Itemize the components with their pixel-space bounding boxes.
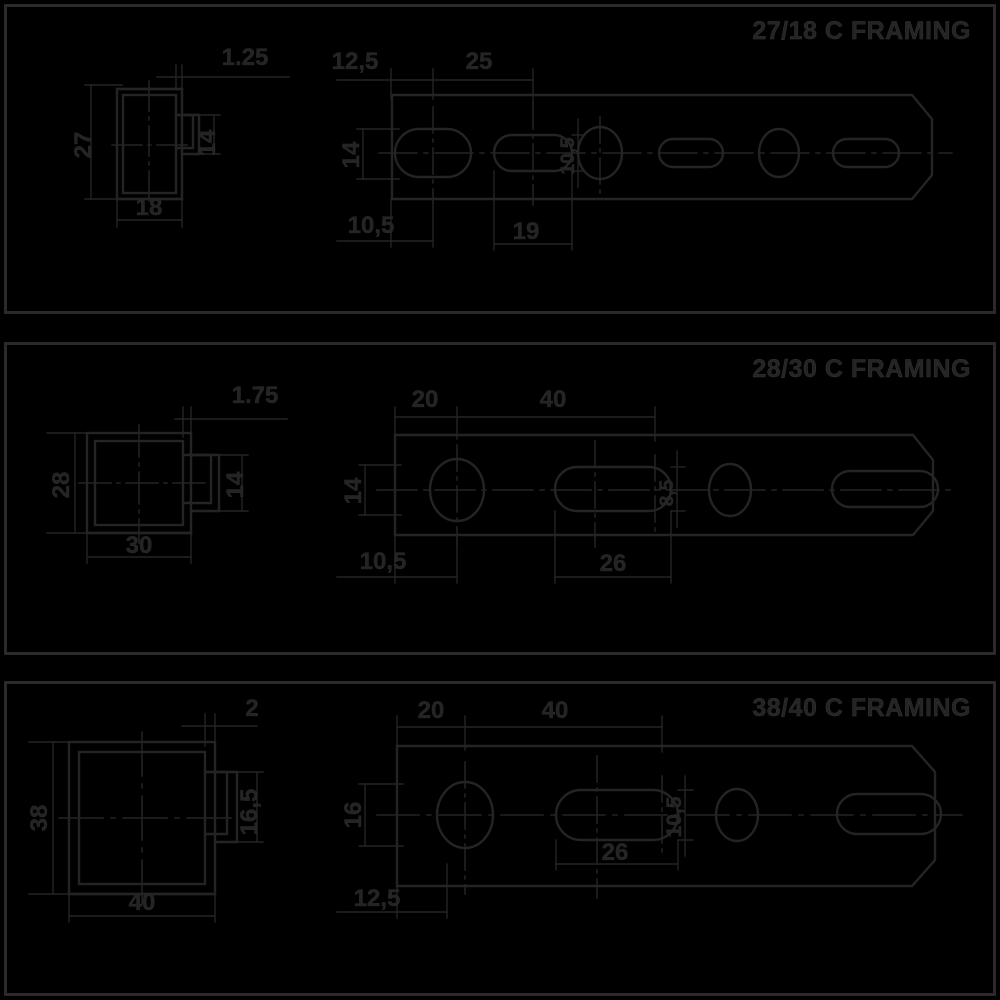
dim-16-5-leg: [236, 771, 264, 843]
dim-2-thickness: [181, 713, 258, 747]
dim-10-5-first-hole: [336, 198, 434, 248]
dim-label-section-leg-2: 14: [222, 471, 249, 498]
dim-label-section-thickness-1: 1.25: [222, 44, 269, 71]
dim-label-plan-slot-length-1: 19: [513, 218, 540, 245]
dim-38-height: [28, 741, 76, 895]
dim-40-pitch-3: [464, 715, 663, 753]
section-outline-27-18: [115, 87, 201, 201]
section-centerlines-27-18: [111, 80, 193, 208]
dim-1-25-thickness: [156, 64, 290, 90]
dim-28-height: [46, 432, 94, 534]
dim-40-pitch-2: [456, 406, 656, 442]
dim-label-section-leg-3: 16,5: [236, 789, 263, 836]
dim-14-web-height: [356, 128, 400, 180]
dim-20-edge-offset-3: [396, 715, 466, 751]
dim-label-plan-pitch-2: 40: [540, 386, 567, 413]
dim-26-slot-length-2: [554, 510, 672, 584]
section-centerlines-28-30: [78, 424, 208, 544]
plan-outline-28-30: [393, 433, 935, 537]
dim-18-width: [116, 198, 183, 228]
dim-label-plan-web-height-2: 14: [340, 477, 367, 504]
dim-label-plan-web-height-3: 16: [340, 802, 367, 829]
drawing-panel-27-18: 27/18 C FRAMING: [4, 4, 996, 314]
plan-hole-centerlines-38-40: [464, 755, 663, 899]
section-centerlines-38-40: [58, 731, 232, 907]
dim-label-plan-web-height-1: 14: [338, 141, 365, 168]
plan-outline-27-18: [390, 93, 934, 201]
dim-label-plan-pitch-3: 40: [542, 697, 569, 724]
drawing-panel-28-30: 28/30 C FRAMING: [4, 342, 996, 655]
dim-1-75-thickness: [174, 406, 288, 438]
dim-label-plan-slot-width-3: 10,5: [663, 796, 686, 837]
panel-3-drawing: 38 40 16,5: [26, 695, 963, 923]
plan-outline-38-40: [395, 744, 937, 888]
plan-hole-centerlines-27-18: [432, 102, 601, 206]
dim-20-edge-offset-2: [394, 406, 458, 440]
dim-label-plan-first-hole-2: 10,5: [360, 548, 407, 575]
dim-14-web-height-2: [358, 464, 402, 516]
dim-12-5-first-hole-3: [336, 863, 448, 919]
dim-label-plan-slot-length-2: 26: [600, 550, 627, 577]
dim-40-width: [68, 893, 216, 923]
dim-label-section-height-2: 28: [48, 472, 75, 499]
dim-30-width: [86, 532, 192, 564]
panel-title-28-30: 28/30 C FRAMING: [752, 355, 971, 383]
dim-label-section-height-3: 38: [26, 805, 53, 832]
panel-2-drawing: 28 30 14: [46, 382, 956, 584]
dim-label-section-width-3: 40: [129, 889, 156, 916]
dim-label-plan-slot-width-1: 10,5: [558, 137, 579, 174]
dim-26-slot-length-3: [555, 839, 679, 871]
dim-12-5-edge-offset: [336, 68, 434, 100]
dim-label-plan-slot-width-2: 8,5: [657, 479, 678, 506]
dim-slot-width-2: [670, 450, 686, 528]
dim-label-plan-slot-length-3: 26: [602, 839, 629, 866]
dim-label-section-height-1: 27: [70, 132, 97, 159]
dim-10-5-first-hole-2: [336, 534, 458, 584]
panel-1-drawing: 27 18 14: [70, 44, 953, 251]
dim-16-web-height: [358, 783, 404, 847]
dim-label-section-width-1: 18: [136, 194, 163, 221]
dim-27-height: [84, 84, 123, 200]
dim-25-pitch: [432, 68, 534, 104]
dim-label-section-leg-1: 14: [194, 129, 221, 156]
dim-slot-width-1: [571, 118, 586, 188]
dim-label-plan-edge-offset-2: 20: [412, 386, 439, 413]
dim-14-leg: [198, 114, 221, 155]
dim-label-section-width-2: 30: [126, 532, 153, 559]
dim-19-slot-length: [493, 170, 573, 251]
dim-label-section-thickness-3: 2: [245, 695, 258, 722]
dim-14-leg-2: [218, 454, 249, 512]
panel-title-38-40: 38/40 C FRAMING: [752, 694, 971, 722]
plan-hole-centerlines-28-30: [456, 440, 656, 548]
panel-title-27-18: 27/18 C FRAMING: [752, 17, 971, 45]
drawing-panel-38-40: 38/40 C FRAMING: [4, 681, 996, 996]
dim-label-plan-first-hole-3: 12,5: [354, 885, 401, 912]
dim-label-section-thickness-2: 1.75: [232, 382, 279, 409]
dim-label-plan-edge-offset-3: 20: [418, 697, 445, 724]
dim-slot-width-3: [677, 775, 694, 857]
dim-label-plan-edge-offset-1: 12,5: [332, 48, 379, 75]
dim-label-plan-pitch-1: 25: [466, 48, 493, 75]
dim-label-plan-first-hole-1: 10,5: [348, 212, 395, 239]
